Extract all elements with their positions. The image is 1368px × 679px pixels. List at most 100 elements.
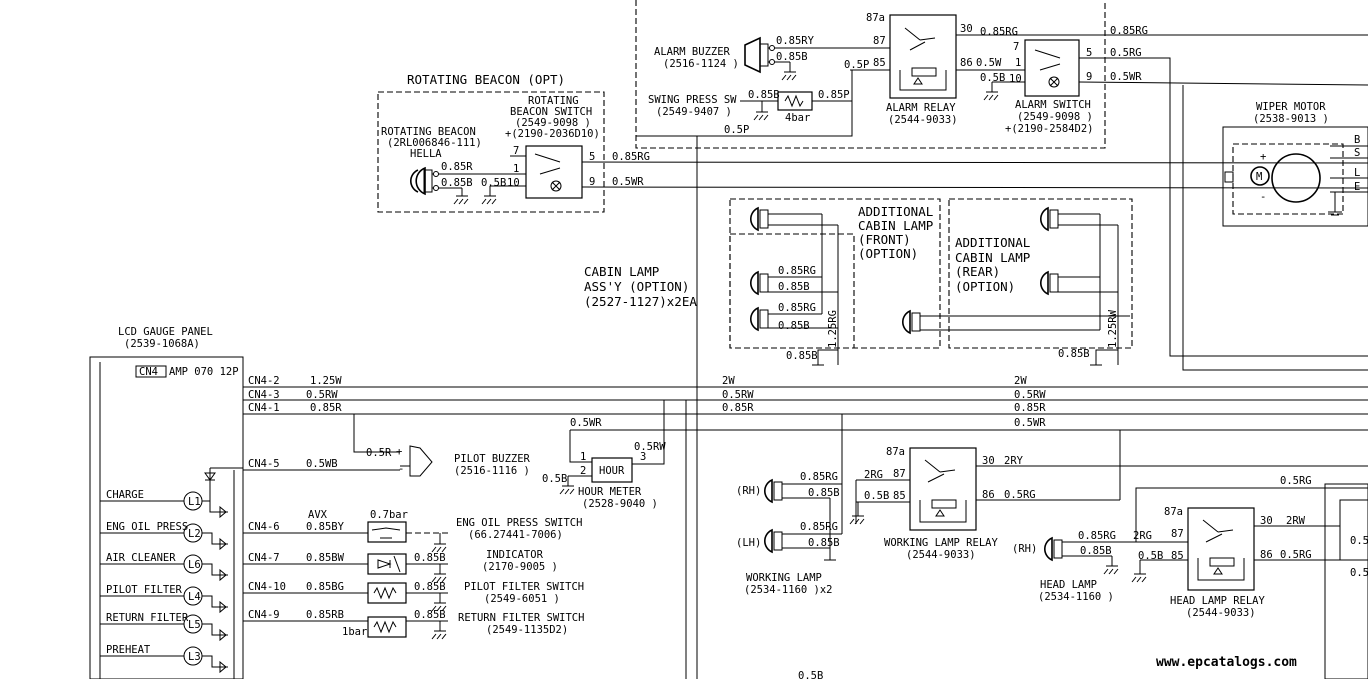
working-relay-part: (2544-9033)	[906, 549, 976, 561]
cabin-lamp-part: (2527-1127)x2EA	[584, 294, 697, 309]
alarm-buzzer-label: ALARM BUZZER	[654, 46, 731, 58]
head-lamp-part: (2534-1160 )	[1038, 591, 1114, 603]
indicator-label: AIR CLEANER	[106, 552, 176, 564]
rotating-beacon-title: ROTATING BEACON (OPT)	[407, 72, 565, 87]
cabin-rear-2: CABIN LAMP	[955, 250, 1030, 265]
wire-label: 0.5RG	[1280, 549, 1312, 561]
alarm-switch-part: (2549-9098 )	[1017, 111, 1093, 123]
indicator-code: L4	[188, 591, 201, 603]
alarm-relay-label: ALARM RELAY	[886, 102, 956, 114]
indicator-code: L5	[188, 619, 201, 631]
wire-label: 1.25RG	[827, 310, 839, 348]
wiper-motor: WIPER MOTOR (2538-9013 ) M B S L E + -	[1222, 101, 1368, 227]
wire-label: 0.85B	[778, 281, 810, 293]
cabin-front-1: ADDITIONAL	[858, 204, 933, 219]
wire	[1182, 85, 1368, 371]
wire-label: 0.85P	[818, 89, 850, 101]
pilot-filter-switch: CN4-10 0.85BG 0.85B PILOT FILTER SWITCH …	[243, 581, 584, 612]
rotating-beacon-section: ROTATING BEACON (OPT) 0.85R 0.85B 0.5B 7…	[377, 72, 1368, 213]
wire-label: 0.85B	[414, 609, 446, 621]
wire-label: 0.5W	[1350, 535, 1368, 547]
hour-meter-part: (2528-9040 )	[582, 498, 658, 510]
wire-label: 0.5B	[1350, 567, 1368, 579]
switch-pin: 9	[1086, 71, 1092, 83]
lh-label: (LH)	[736, 537, 761, 549]
eng-oil-switch-label: ENG OIL PRESS SWITCH	[456, 517, 582, 529]
wire-label: 0.5WR	[612, 176, 644, 188]
relay-pin: 87	[873, 35, 886, 47]
indicator-eng-oil: ENG OIL PRESS L2	[100, 521, 228, 551]
alarm-switch: 7 1 10 5 9 0.5B 0.5RG 0.5WR 0.85RG ALARM…	[980, 25, 1368, 135]
indicator-lights	[204, 467, 243, 679]
wire-label: 0.85BW	[306, 552, 345, 564]
head-relay-label: HEAD LAMP RELAY	[1170, 595, 1266, 607]
wire-label: 0.5RG	[1280, 475, 1312, 487]
alarm-buzzer: 0.85RY 0.85B ALARM BUZZER (2516-1124 )	[654, 35, 850, 81]
cn4-pin: CN4-2	[248, 375, 280, 387]
cn4-pin: CN4-7	[248, 552, 280, 564]
relay-pin: 30	[960, 23, 973, 35]
cabin-front-4: (OPTION)	[858, 246, 918, 261]
wire-label: 0.85B	[748, 89, 780, 101]
hour-meter: HOUR 1 2 3 0.5RW 0.5B HOUR METER (2528-9…	[542, 400, 666, 510]
cn4-pin: CN4-9	[248, 609, 280, 621]
return-filter-label: RETURN FILTER SWITCH	[458, 612, 584, 624]
switch-pin: 10	[507, 177, 520, 189]
pilot-filter-part: (2549-6051 )	[484, 593, 560, 605]
wiper-motor-part: (2538-9013 )	[1253, 113, 1329, 125]
wire-label: 0.5WR	[1014, 417, 1046, 429]
switch-pin: 10	[1009, 73, 1022, 85]
beacon-switch-part: (2549-9098 )	[515, 117, 591, 129]
swing-press-switch: 0.85B 0.85P 4bar SWING PRESS SW (2549-94…	[648, 89, 852, 124]
rh-label: (RH)	[736, 485, 761, 497]
indicator-preheat: PREHEAT L3	[100, 644, 228, 674]
return-filter-rating: 1bar	[342, 626, 367, 638]
wire-label: 0.5WR	[570, 417, 602, 429]
cn4-pin: CN4-10	[248, 581, 286, 593]
indicator-label: ENG OIL PRESS	[106, 521, 188, 533]
indicator-part: (2170-9005 )	[482, 561, 558, 573]
wire-label: 0.85R	[722, 402, 754, 414]
buzzer-minus: -	[398, 463, 404, 475]
relay-pin: 85	[893, 490, 906, 502]
lcd-panel-title: LCD GAUGE PANEL	[118, 326, 213, 338]
relay-pin: 87	[893, 468, 906, 480]
return-filter-part: (2549-1135D2)	[486, 624, 568, 636]
lamp-icon	[902, 309, 1130, 335]
relay-pin: 30	[1260, 515, 1273, 527]
wire	[636, 70, 853, 137]
indicator-label: PILOT FILTER	[106, 584, 183, 596]
switch-pin: 1	[1015, 57, 1021, 69]
return-filter-switch: CN4-9 0.85RB 0.85B 1bar RETURN FILTER SW…	[243, 609, 584, 640]
cn4-pin: CN4-3	[248, 389, 280, 401]
wiper-pin: S	[1354, 147, 1360, 159]
wire-label: 0.5RW	[634, 441, 666, 453]
cabin-front-2: CABIN LAMP	[858, 218, 933, 233]
beacon-switch-label2: BEACON SWITCH	[510, 106, 592, 118]
indicator-code: L6	[188, 559, 201, 571]
wire-label: 0.85RG	[778, 302, 816, 314]
pilot-buzzer: 0.5R + - CN4-5 0.5WB PILOT BUZZER (2516-…	[243, 414, 531, 477]
wire-label: 2RW	[1286, 515, 1306, 527]
indicator-pilot-filter: PILOT FILTER L4	[100, 584, 228, 614]
switch-pin: 5	[589, 151, 595, 163]
working-lamp-part: (2534-1160 )x2	[744, 584, 833, 596]
wire-label: 0.5RG	[1110, 47, 1142, 59]
indicator-label: RETURN FILTER	[106, 612, 189, 624]
wire-label: 0.85B	[1058, 348, 1090, 360]
wire-label: 2RY	[1004, 455, 1024, 467]
wire-label: 0.5P	[724, 124, 749, 136]
pilot-buzzer-part: (2516-1116 )	[454, 465, 530, 477]
wire	[1140, 57, 1368, 357]
wire-label: 1.25W	[310, 375, 342, 387]
beacon-switch-label: ROTATING	[528, 95, 579, 107]
wire-label: 0.5B	[481, 177, 506, 189]
wire-label: 0.5P	[844, 59, 869, 71]
wiper-plus: +	[1260, 151, 1266, 163]
wire-label: 0.5B	[798, 670, 823, 679]
switch-pin: 7	[1013, 41, 1019, 53]
wire-label: 0.5R	[366, 447, 392, 459]
working-lamps: (RH) (LH) 0.85RG 0.85B 0.85RG 0.85B WORK…	[736, 414, 843, 596]
cabin-rear-4: (OPTION)	[955, 279, 1015, 294]
